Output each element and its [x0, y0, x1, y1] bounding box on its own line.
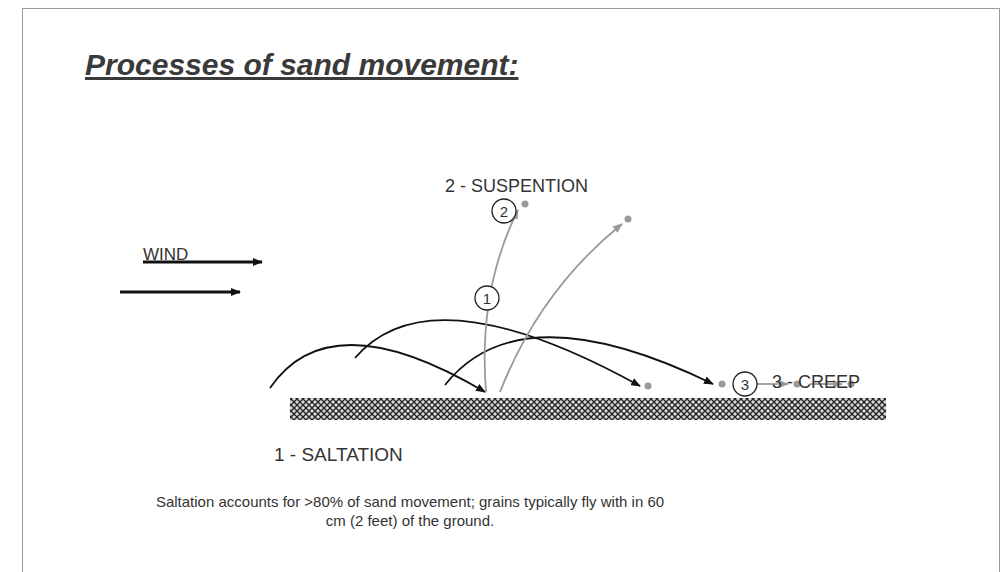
process-label: 1 - SALTATION: [274, 445, 403, 464]
process-label: 3 - CREEP: [772, 373, 860, 391]
wind-label: WIND: [143, 246, 188, 263]
callout-number: 2: [500, 204, 508, 219]
slide-title: Processes of sand movement:: [85, 48, 519, 82]
ground-surface: [290, 398, 886, 420]
callout-number: 3: [741, 377, 749, 392]
caption-note: Saltation accounts for >80% of sand move…: [150, 492, 670, 530]
process-label: 2 - SUSPENTION: [445, 177, 588, 195]
callout-number: 1: [483, 291, 491, 306]
slide-frame: [22, 8, 1000, 572]
